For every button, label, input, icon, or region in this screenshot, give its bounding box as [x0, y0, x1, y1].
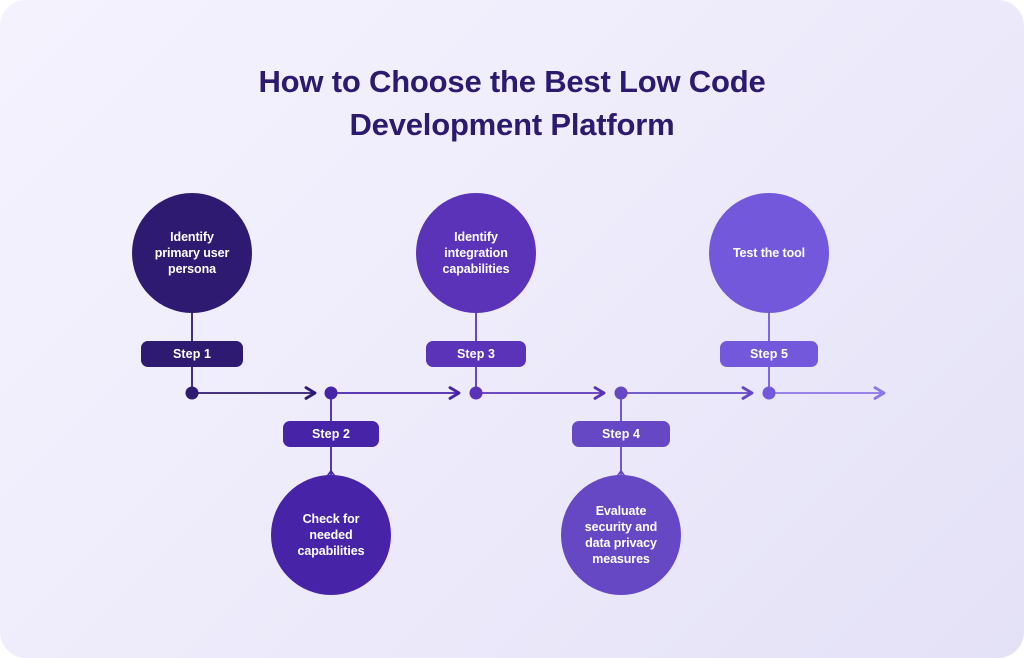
- step-circle-1: [132, 193, 252, 313]
- step-node-4[interactable]: Evaluate security and data privacy measu…: [561, 475, 681, 595]
- step-node-1[interactable]: Identify primary user persona: [132, 193, 252, 313]
- step-badge-4[interactable]: Step 4: [572, 421, 670, 447]
- step-badge-3[interactable]: Step 3: [426, 341, 526, 367]
- step-circle-4: [561, 475, 681, 595]
- step-circle-label-1: Identify primary user persona: [154, 230, 230, 276]
- timeline-dot-5: [762, 386, 776, 400]
- title-line-2: Development Platform: [349, 107, 675, 142]
- step-circle-5: [709, 193, 829, 313]
- step-node-5[interactable]: Test the tool: [709, 193, 829, 313]
- timeline-dot-3: [469, 386, 483, 400]
- timeline-dot-2: [324, 386, 338, 400]
- step-circle-2: [271, 475, 391, 595]
- step-badge-1[interactable]: Step 1: [141, 341, 243, 367]
- step-node-3[interactable]: Identify integration capabilities: [416, 193, 536, 313]
- page-title: How to Choose the Best Low Code Developm…: [0, 60, 1024, 146]
- step-circle-3: [416, 193, 536, 313]
- title-line-1: How to Choose the Best Low Code: [258, 64, 766, 99]
- timeline-dot-4: [614, 386, 628, 400]
- step-badge-2[interactable]: Step 2: [283, 421, 379, 447]
- step-badge-5[interactable]: Step 5: [720, 341, 818, 367]
- timeline-dot-1: [185, 386, 199, 400]
- step-circle-label-3: Identify integration capabilities: [442, 230, 510, 276]
- step-circle-label-5: Test the tool: [732, 246, 806, 260]
- timeline-dots: [185, 386, 776, 400]
- step-circle-label-4: Evaluate security and data privacy measu…: [584, 504, 658, 566]
- step-circle-label-2: Check for needed capabilities: [297, 512, 365, 558]
- step-node-2[interactable]: Check for needed capabilities: [271, 475, 391, 595]
